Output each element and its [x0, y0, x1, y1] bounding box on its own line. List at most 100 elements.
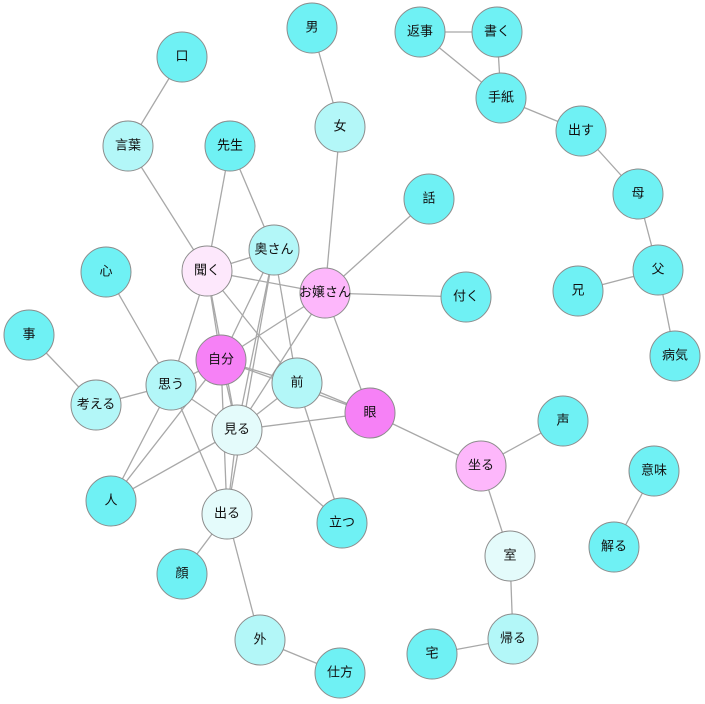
- node-label: 思う: [158, 378, 184, 393]
- node-circle[interactable]: [403, 173, 455, 225]
- node-dasu[interactable]: 出す: [555, 105, 607, 157]
- node-circle[interactable]: [271, 357, 323, 409]
- node-circle[interactable]: [181, 245, 233, 297]
- node-jibun[interactable]: 自分: [195, 334, 247, 386]
- node-circle[interactable]: [70, 379, 122, 431]
- node-circle[interactable]: [80, 246, 132, 298]
- node-okusan[interactable]: 奥さん: [248, 224, 300, 276]
- node-shikata[interactable]: 仕方: [314, 647, 366, 699]
- node-circle[interactable]: [555, 105, 607, 157]
- node-label: 奥さん: [254, 243, 293, 258]
- node-hanashi[interactable]: 話: [403, 173, 455, 225]
- node-label: 母: [631, 187, 644, 202]
- node-chichi[interactable]: 父: [632, 244, 684, 296]
- node-kiku[interactable]: 聞く: [181, 245, 233, 297]
- node-label: 聞く: [194, 264, 220, 279]
- node-circle[interactable]: [201, 488, 253, 540]
- node-circle[interactable]: [248, 224, 300, 276]
- node-onna[interactable]: 女: [314, 101, 366, 153]
- node-mae[interactable]: 前: [271, 357, 323, 409]
- node-label: 見る: [224, 423, 250, 438]
- node-circle[interactable]: [316, 497, 368, 549]
- node-circle[interactable]: [145, 359, 197, 411]
- node-tegami[interactable]: 手紙: [475, 72, 527, 124]
- node-wakaru[interactable]: 解る: [588, 521, 640, 573]
- node-circle[interactable]: [649, 330, 701, 382]
- node-otoko[interactable]: 男: [286, 2, 338, 54]
- node-kaku[interactable]: 書く: [471, 6, 523, 58]
- node-imi[interactable]: 意味: [628, 445, 680, 497]
- node-circle[interactable]: [299, 267, 351, 319]
- node-circle[interactable]: [632, 244, 684, 296]
- node-label: 先生: [217, 139, 243, 154]
- node-koe[interactable]: 声: [537, 395, 589, 447]
- node-circle[interactable]: [552, 265, 604, 317]
- node-tatsu[interactable]: 立つ: [316, 497, 368, 549]
- node-label: 付く: [453, 290, 479, 305]
- node-deru[interactable]: 出る: [201, 488, 253, 540]
- edge-jibun-hito: [110, 359, 222, 502]
- node-circle[interactable]: [471, 6, 523, 58]
- node-kaeru[interactable]: 帰る: [487, 613, 539, 665]
- node-circle[interactable]: [286, 2, 338, 54]
- node-label: 返事: [407, 25, 433, 40]
- node-kuchi[interactable]: 口: [156, 31, 208, 83]
- node-circle[interactable]: [211, 404, 263, 456]
- node-circle[interactable]: [628, 445, 680, 497]
- node-circle[interactable]: [85, 475, 137, 527]
- node-label: 顔: [175, 567, 188, 582]
- node-circle[interactable]: [406, 628, 458, 680]
- node-haha[interactable]: 母: [612, 168, 664, 220]
- node-soto[interactable]: 外: [234, 614, 286, 666]
- node-circle[interactable]: [156, 31, 208, 83]
- node-kotoba[interactable]: 言葉: [102, 120, 154, 172]
- node-circle[interactable]: [484, 530, 536, 582]
- node-sensei[interactable]: 先生: [204, 120, 256, 172]
- node-miru[interactable]: 見る: [211, 404, 263, 456]
- node-kokoro[interactable]: 心: [80, 246, 132, 298]
- node-circle[interactable]: [204, 120, 256, 172]
- node-circle[interactable]: [537, 395, 589, 447]
- node-label: 眼: [363, 406, 376, 421]
- node-ojousan[interactable]: お嬢さん: [299, 267, 351, 319]
- node-circle[interactable]: [612, 168, 664, 220]
- node-label: 坐る: [468, 459, 494, 474]
- node-circle[interactable]: [487, 613, 539, 665]
- node-label: 病気: [662, 348, 688, 364]
- node-ani[interactable]: 兄: [552, 265, 604, 317]
- node-label: 手紙: [488, 91, 514, 106]
- node-henji[interactable]: 返事: [394, 6, 446, 58]
- node-label: 帰る: [500, 631, 526, 647]
- node-circle[interactable]: [195, 334, 247, 386]
- node-circle[interactable]: [440, 271, 492, 323]
- node-circle[interactable]: [156, 548, 208, 600]
- node-circle[interactable]: [344, 387, 396, 439]
- node-omou[interactable]: 思う: [145, 359, 197, 411]
- node-circle[interactable]: [234, 614, 286, 666]
- node-label: 前: [290, 375, 303, 391]
- node-circle[interactable]: [475, 72, 527, 124]
- node-circle[interactable]: [102, 120, 154, 172]
- node-label: 女: [333, 119, 346, 135]
- node-byouki[interactable]: 病気: [649, 330, 701, 382]
- node-me[interactable]: 眼: [344, 387, 396, 439]
- node-kao[interactable]: 顔: [156, 548, 208, 600]
- edge-okusan-deru: [226, 249, 275, 515]
- edge-onna-ojousan: [324, 126, 341, 294]
- node-kangaeru[interactable]: 考える: [70, 379, 122, 431]
- node-label: 室: [503, 548, 516, 564]
- node-suwaru[interactable]: 坐る: [455, 440, 507, 492]
- node-circle[interactable]: [455, 440, 507, 492]
- node-koto[interactable]: 事: [3, 309, 55, 361]
- node-circle[interactable]: [394, 6, 446, 58]
- node-circle[interactable]: [314, 647, 366, 699]
- node-shitsu[interactable]: 室: [484, 530, 536, 582]
- node-hito[interactable]: 人: [85, 475, 137, 527]
- node-circle[interactable]: [3, 309, 55, 361]
- node-taku[interactable]: 宅: [406, 628, 458, 680]
- node-label: 言葉: [115, 139, 141, 154]
- node-circle[interactable]: [588, 521, 640, 573]
- node-circle[interactable]: [314, 101, 366, 153]
- node-label: 意味: [641, 463, 667, 479]
- node-tsuku[interactable]: 付く: [440, 271, 492, 323]
